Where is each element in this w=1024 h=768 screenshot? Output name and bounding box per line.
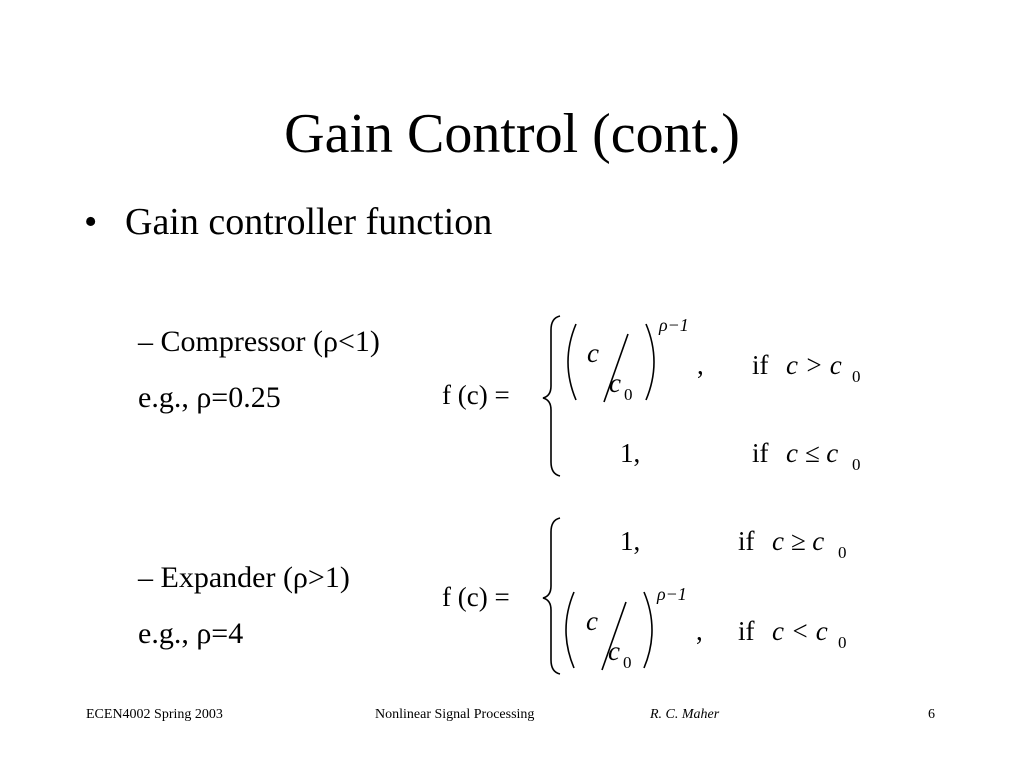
- bullet-symbol: •: [84, 201, 98, 243]
- compressor-example: e.g., ρ=0.25: [138, 381, 281, 414]
- footer-author: R. C. Maher: [650, 707, 720, 722]
- expander-label: – Expander (ρ>1): [138, 561, 350, 594]
- bullet-item: • Gain controller function: [84, 196, 492, 248]
- expander-case1-condition: c ≥ c: [772, 526, 824, 556]
- expander-fraction-slash: [601, 601, 627, 671]
- expander-case2-comma: ,: [696, 616, 703, 646]
- compressor-lhs: f (c) =: [442, 380, 510, 410]
- expander-left-paren: [565, 591, 575, 669]
- compressor-left-paren: [567, 323, 577, 401]
- expander-case2-condition: c < c: [772, 616, 828, 646]
- compressor-case2-condition-subscript: 0: [852, 455, 861, 474]
- expander-lhs: f (c) =: [442, 582, 510, 612]
- compressor-case1-if: if: [752, 350, 769, 380]
- slide-title: Gain Control (cont.): [284, 103, 740, 165]
- compressor-case1-condition-subscript: 0: [852, 367, 861, 386]
- expander-example: e.g., ρ=4: [138, 617, 244, 650]
- expander-base-denominator-subscript: 0: [623, 653, 632, 672]
- footer-page-number: 6: [928, 707, 935, 722]
- compressor-base-numerator: c: [587, 338, 599, 368]
- compressor-label: – Compressor (ρ<1): [138, 325, 380, 358]
- expander-case1-condition-subscript: 0: [838, 543, 847, 562]
- compressor-base-denominator-subscript: 0: [624, 385, 633, 404]
- compressor-right-paren: [645, 323, 655, 401]
- compressor-case2-value: 1,: [620, 438, 640, 468]
- compressor-exponent: ρ−1: [658, 315, 689, 335]
- compressor-brace: [542, 315, 561, 477]
- compressor-base-denominator: c: [609, 368, 621, 398]
- expander-base-numerator: c: [586, 606, 598, 636]
- expander-case1-if: if: [738, 526, 755, 556]
- compressor-case2-condition: c ≤ c: [786, 438, 838, 468]
- compressor-fraction-slash: [603, 333, 629, 403]
- expander-right-paren: [643, 591, 653, 669]
- footer-topic: Nonlinear Signal Processing: [375, 707, 535, 722]
- footer-course: ECEN4002 Spring 2003: [86, 707, 223, 722]
- expander-case1-value: 1,: [620, 526, 640, 556]
- expander-case2-condition-subscript: 0: [838, 633, 847, 652]
- compressor-case1-condition: c > c: [786, 350, 842, 380]
- expander-case2-if: if: [738, 616, 755, 646]
- expander-base-denominator: c: [608, 636, 620, 666]
- expander-exponent: ρ−1: [656, 584, 687, 604]
- bullet-text: Gain controller function: [125, 201, 493, 243]
- compressor-case2-if: if: [752, 438, 769, 468]
- expander-brace: [542, 517, 561, 675]
- compressor-case1-comma: ,: [697, 350, 704, 380]
